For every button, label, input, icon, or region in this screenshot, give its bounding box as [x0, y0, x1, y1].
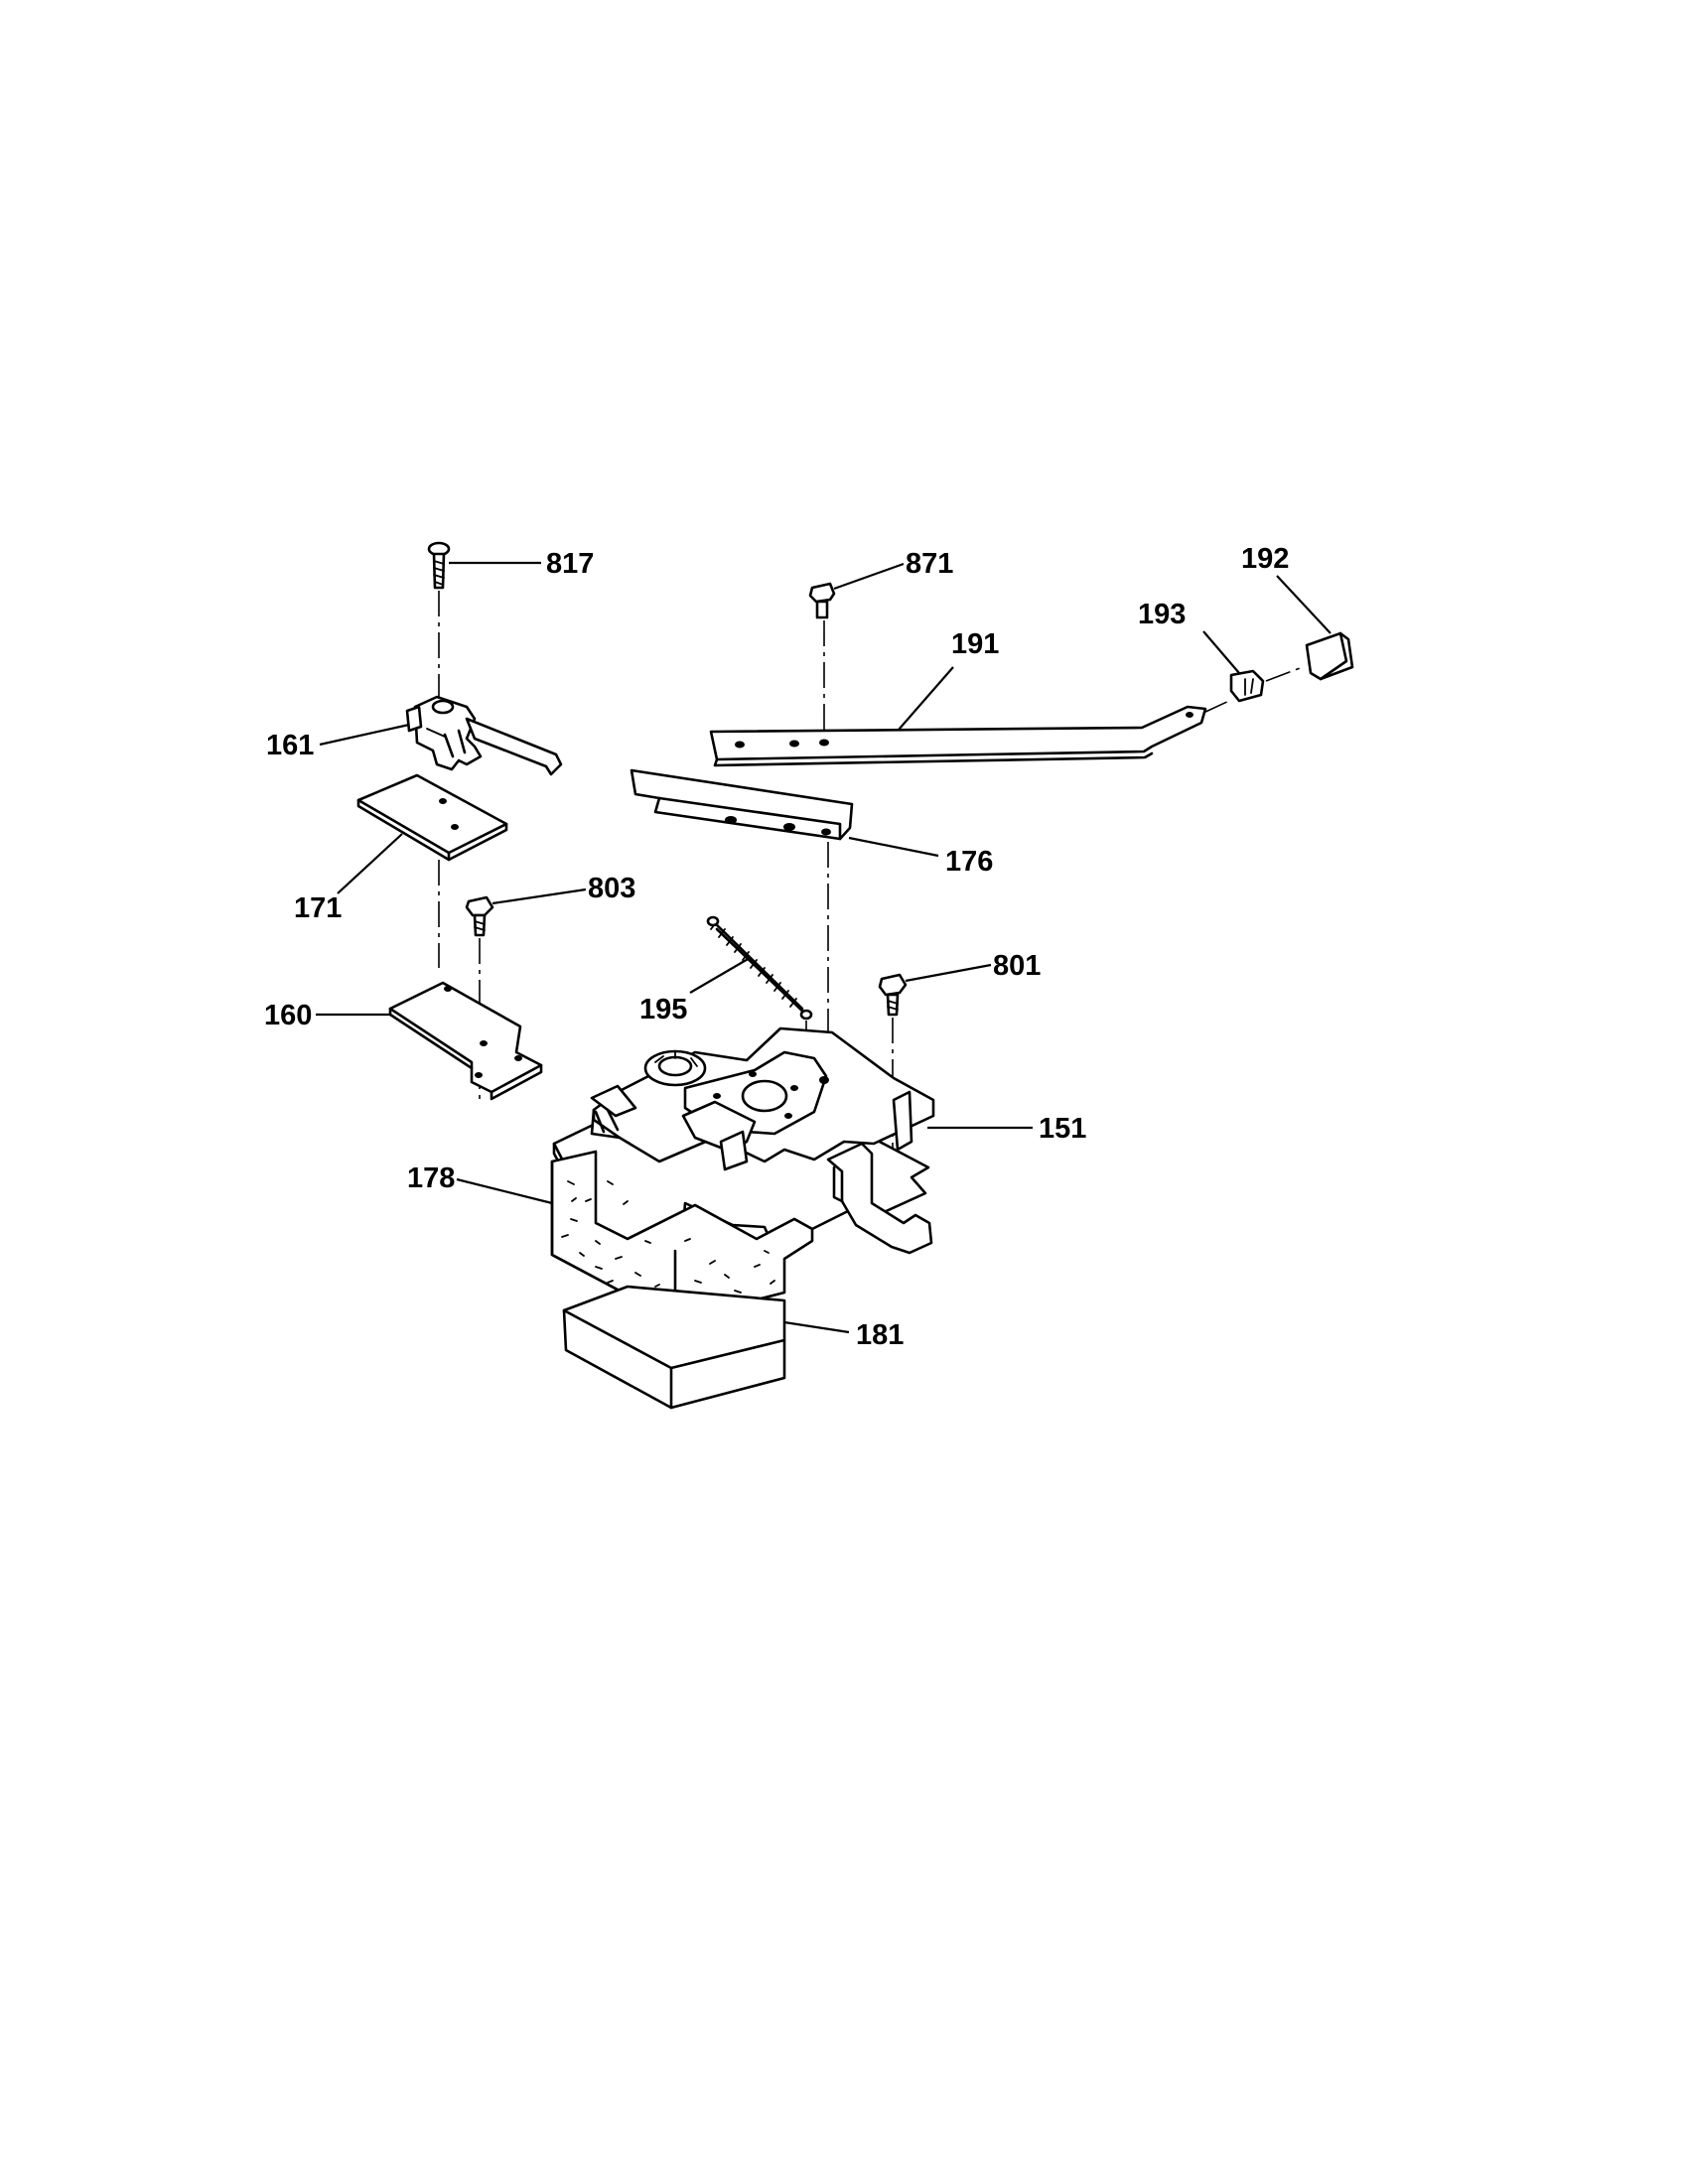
leader-191: [898, 666, 954, 731]
label-161: 161: [266, 730, 314, 761]
label-181: 181: [856, 1319, 904, 1351]
leader-171: [337, 833, 403, 894]
part-160-bracket: [388, 981, 543, 1101]
label-817: 817: [546, 548, 594, 580]
leader-176: [848, 836, 939, 858]
leader-871: [833, 562, 905, 591]
leader-192: [1276, 575, 1332, 634]
part-193-clip: [1229, 666, 1304, 703]
label-160: 160: [264, 1000, 312, 1031]
label-151: 151: [1039, 1113, 1086, 1145]
part-181-pad: [562, 1285, 786, 1410]
part-801-screw: [878, 973, 908, 1161]
part-171-insulator: [356, 773, 508, 968]
part-192-cap: [1305, 631, 1354, 681]
label-191: 191: [951, 628, 999, 660]
label-171: 171: [294, 892, 342, 924]
label-871: 871: [906, 548, 953, 580]
leader-193: [1202, 630, 1240, 674]
part-176-plate: [630, 768, 854, 1077]
part-817-screw: [427, 541, 451, 700]
leader-195: [689, 957, 751, 994]
part-161-switch: [405, 695, 563, 776]
label-801: 801: [993, 950, 1041, 982]
label-195: 195: [639, 994, 687, 1025]
label-176: 176: [945, 846, 993, 878]
part-191-lever: [709, 699, 1232, 767]
label-192: 192: [1241, 543, 1289, 575]
part-151-lock-assembly: [552, 1026, 935, 1255]
label-803: 803: [588, 873, 635, 904]
leader-161: [319, 723, 410, 747]
label-193: 193: [1138, 599, 1186, 630]
leader-803: [491, 887, 587, 905]
part-195-spring: [706, 915, 813, 1092]
label-178: 178: [407, 1162, 455, 1194]
leader-801: [905, 963, 992, 983]
leader-181: [783, 1320, 850, 1334]
part-871-screw: [808, 582, 836, 735]
leader-178: [456, 1177, 553, 1205]
